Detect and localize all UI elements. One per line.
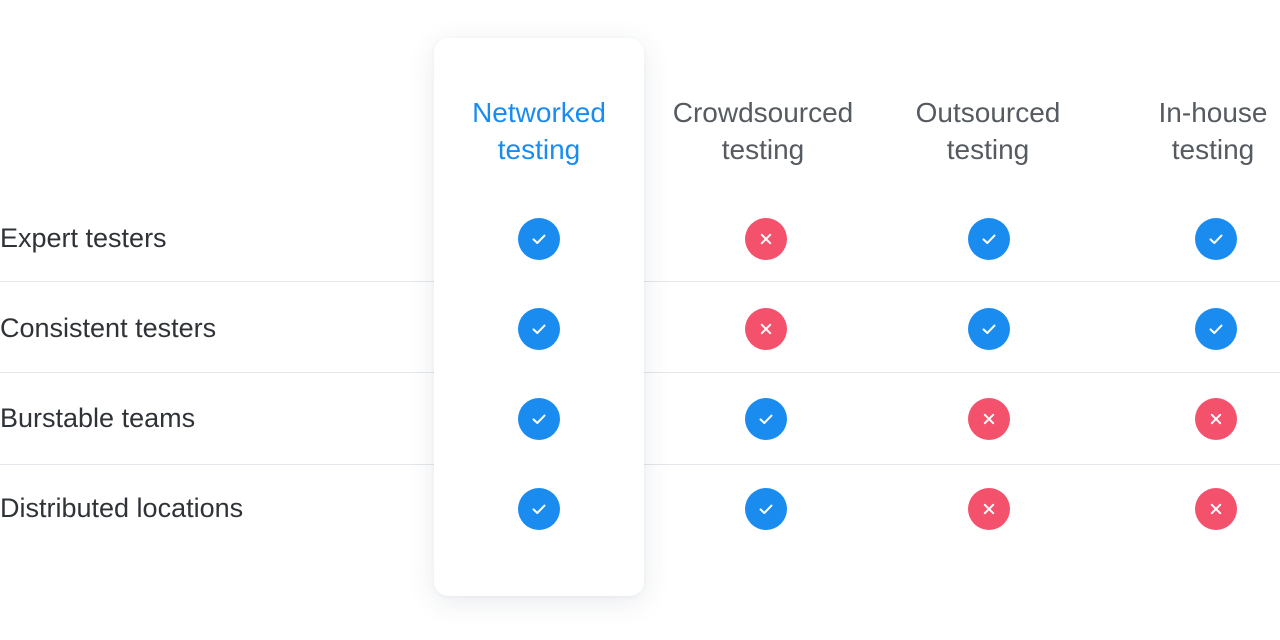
column-header-line: testing: [1171, 134, 1255, 165]
check-icon: [518, 398, 560, 440]
check-icon: [745, 488, 787, 530]
column-header-line: In-house: [1158, 97, 1268, 128]
column-header-line: Crowdsourced: [672, 97, 854, 128]
check-icon: [1195, 218, 1237, 260]
column-header-line: testing: [721, 134, 805, 165]
check-icon: [518, 218, 560, 260]
column-header-line: Networked: [472, 97, 606, 128]
cross-icon: [968, 398, 1010, 440]
check-icon: [968, 218, 1010, 260]
column-header-outsourced: Outsourced testing: [873, 94, 1103, 168]
cross-icon: [968, 488, 1010, 530]
column-header-line: testing: [946, 134, 1030, 165]
column-header-crowdsourced: Crowdsourced testing: [648, 94, 878, 168]
row-label-consistent-testers: Consistent testers: [0, 313, 217, 343]
check-icon: [968, 308, 1010, 350]
column-header-inhouse: In-house testing: [1098, 94, 1280, 168]
column-header-networked: Networked testing: [424, 94, 654, 168]
column-header-line: testing: [497, 134, 581, 165]
check-icon: [518, 308, 560, 350]
cross-icon: [1195, 398, 1237, 440]
row-label-expert-testers: Expert testers: [0, 223, 167, 253]
row-label-burstable-teams: Burstable teams: [0, 403, 196, 433]
cross-icon: [1195, 488, 1237, 530]
cross-icon: [745, 218, 787, 260]
check-icon: [518, 488, 560, 530]
cross-icon: [745, 308, 787, 350]
check-icon: [745, 398, 787, 440]
check-icon: [1195, 308, 1237, 350]
row-label-distributed-locations: Distributed locations: [0, 493, 244, 523]
column-header-line: Outsourced: [915, 97, 1061, 128]
